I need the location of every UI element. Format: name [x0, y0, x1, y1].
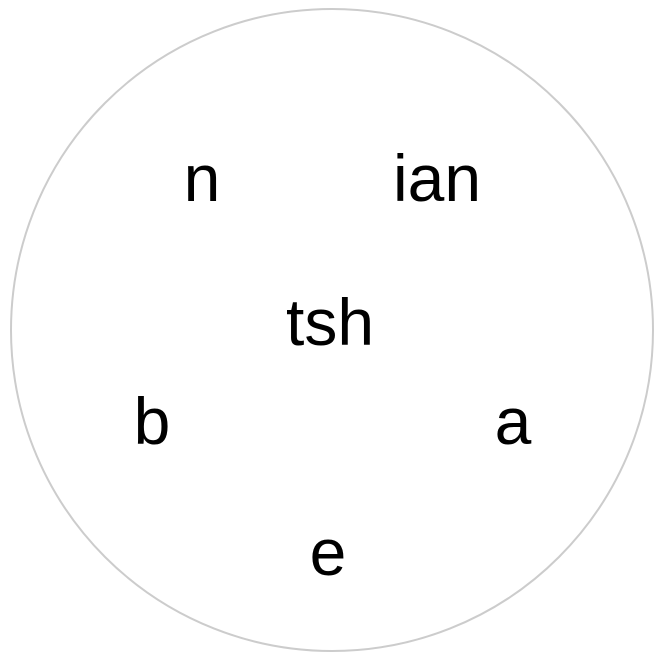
tile-ian[interactable]: ian — [392, 141, 482, 215]
tile-e[interactable]: e — [309, 515, 347, 589]
tile-n[interactable]: n — [183, 141, 221, 215]
center-tile[interactable]: tsh — [285, 285, 375, 359]
tile-a[interactable]: a — [494, 384, 532, 458]
tile-b[interactable]: b — [133, 384, 171, 458]
letter-wheel — [10, 8, 654, 652]
